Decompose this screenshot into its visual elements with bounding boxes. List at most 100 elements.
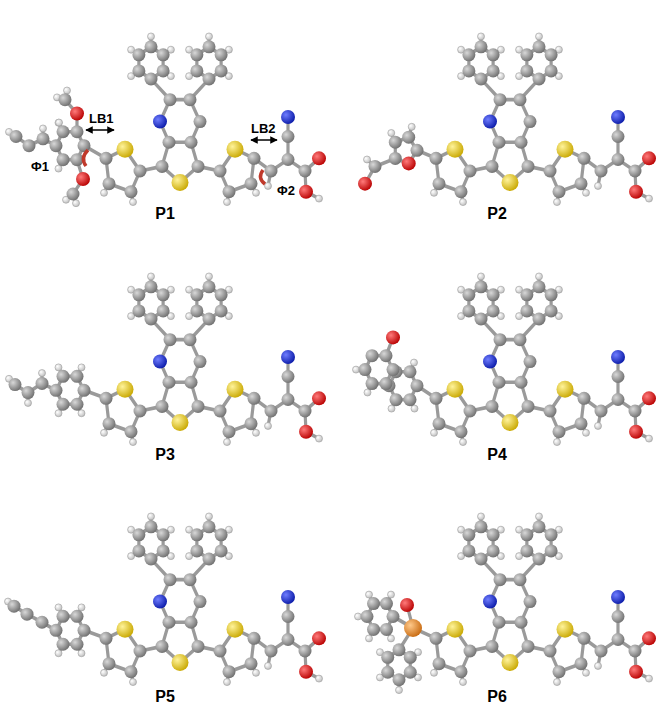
atom	[194, 115, 207, 128]
atom	[595, 182, 602, 189]
atom	[117, 621, 134, 638]
atom	[23, 139, 36, 152]
atom	[157, 544, 170, 557]
atom	[134, 165, 147, 178]
atom	[533, 313, 546, 326]
atom	[629, 665, 643, 679]
atom	[629, 425, 643, 439]
atom	[190, 48, 203, 61]
atom	[101, 429, 108, 436]
atom	[299, 665, 313, 679]
atom	[71, 610, 84, 623]
atom	[411, 144, 424, 157]
atom	[575, 417, 588, 430]
atom	[483, 115, 497, 129]
atom	[544, 645, 557, 658]
atom	[153, 355, 167, 369]
atom	[430, 632, 443, 645]
atom	[227, 141, 244, 158]
atom	[629, 185, 643, 199]
atom	[583, 429, 590, 436]
atom	[487, 64, 500, 77]
atom	[164, 573, 177, 586]
atom	[192, 400, 205, 413]
atom	[431, 429, 438, 436]
atom	[553, 185, 566, 198]
atom	[493, 376, 506, 389]
atom	[227, 381, 244, 398]
atom	[402, 156, 416, 170]
atom	[455, 665, 468, 678]
molecule	[6, 273, 327, 446]
atom	[71, 153, 84, 166]
atom	[393, 643, 406, 656]
atom	[71, 638, 84, 651]
atom	[380, 623, 393, 636]
atom	[475, 73, 488, 86]
atom	[358, 177, 372, 191]
atom	[366, 591, 373, 598]
atom	[145, 553, 158, 566]
atom	[157, 288, 170, 301]
atom	[554, 199, 561, 206]
atom	[184, 573, 197, 586]
atom	[148, 33, 155, 40]
atom	[464, 645, 477, 658]
atom	[78, 624, 91, 637]
atom	[402, 131, 415, 144]
molecule	[355, 513, 657, 694]
atom	[389, 152, 402, 165]
atom	[478, 273, 485, 280]
atom	[502, 414, 519, 431]
atom	[642, 631, 656, 645]
atom	[486, 400, 499, 413]
atom	[153, 115, 167, 129]
atom	[130, 679, 137, 686]
atom	[282, 393, 295, 406]
atom	[575, 177, 588, 190]
atom	[57, 398, 70, 411]
atom	[224, 439, 231, 446]
atom	[57, 153, 70, 166]
atom	[190, 288, 203, 301]
atom	[299, 165, 312, 178]
atom	[514, 93, 527, 106]
atom	[515, 136, 528, 149]
atom	[475, 313, 488, 326]
atom	[203, 313, 216, 326]
atom	[37, 132, 50, 145]
atom	[164, 93, 177, 106]
atom	[381, 651, 394, 664]
atom	[388, 591, 395, 598]
atom	[355, 613, 362, 620]
atom	[366, 349, 379, 362]
atom	[611, 590, 625, 604]
atom	[483, 595, 497, 609]
atom	[145, 313, 158, 326]
atom	[411, 379, 424, 392]
atom	[215, 64, 228, 77]
atom	[478, 33, 485, 40]
atom	[57, 125, 70, 138]
atom	[366, 635, 373, 642]
atom	[78, 604, 85, 611]
atom	[475, 520, 488, 533]
panel-label: P3	[154, 446, 176, 464]
atom	[125, 425, 138, 438]
atom	[486, 640, 499, 653]
atom	[265, 645, 278, 658]
atom	[533, 520, 546, 533]
atom	[544, 165, 557, 178]
atom	[117, 141, 134, 158]
panel-label: P5	[154, 688, 176, 706]
atom	[367, 623, 380, 636]
atom	[583, 189, 590, 196]
atom	[595, 662, 602, 669]
atom	[595, 422, 602, 429]
atom	[203, 553, 216, 566]
atom	[483, 355, 497, 369]
atom	[524, 355, 537, 368]
bond-length-label: LB2	[250, 122, 277, 136]
atom	[462, 304, 475, 317]
atom	[190, 64, 203, 77]
